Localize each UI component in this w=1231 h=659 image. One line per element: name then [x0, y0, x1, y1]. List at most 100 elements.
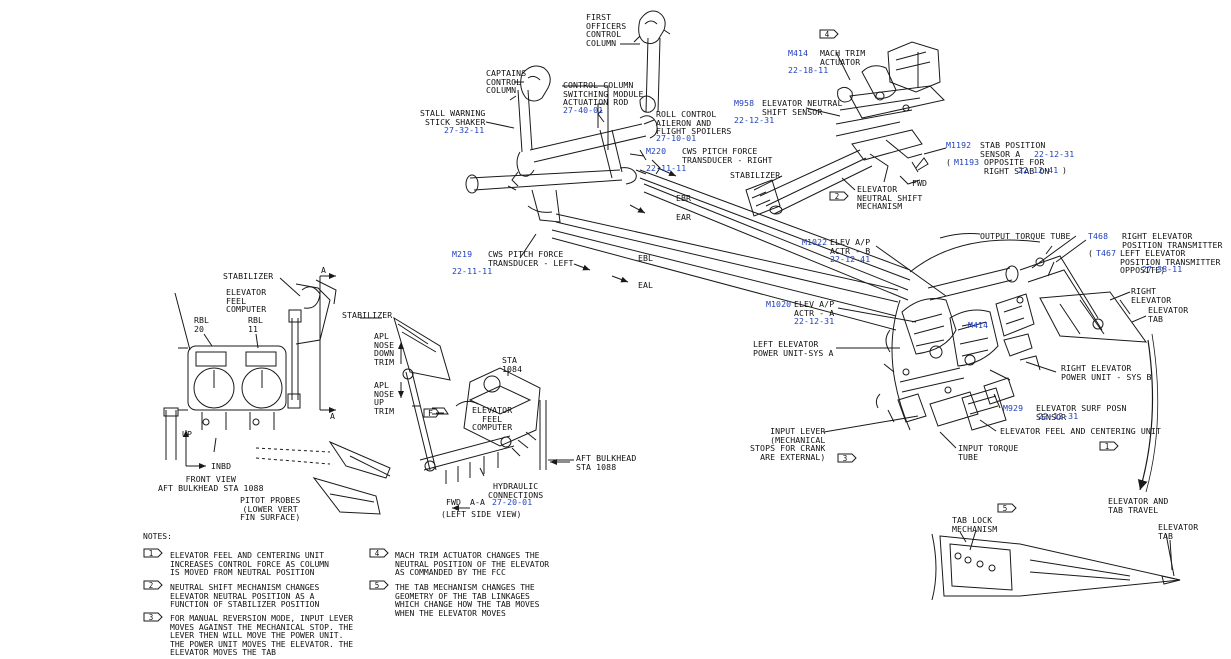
label-f-marker: F — [428, 408, 434, 418]
leader-lines — [279, 43, 1173, 571]
label-fwd-mid: FWD — [446, 497, 462, 507]
label-m414: MACH TRIM ACTUATOR — [820, 48, 866, 67]
ref-column-switching: 27-40-01 — [563, 105, 604, 115]
tab-detail-view — [931, 531, 1181, 601]
label-tab-lock: TAB LOCK MECHANISM — [952, 515, 998, 534]
label-m1193: OPPOSITE FOR RIGHT STAB ON — [984, 157, 1050, 176]
label-cable-ebr: EBR — [676, 193, 692, 203]
label-m219: CWS PITCH FORCE TRANSDUCER - LEFT — [488, 249, 574, 268]
notes-heading: NOTES: — [143, 532, 172, 541]
label-elevator-feel-computer-mid: ELEVATOR FEEL COMPUTER — [472, 405, 513, 433]
label-right-power-unit: RIGHT ELEVATOR POWER UNIT - SYS B — [1061, 363, 1152, 382]
note-4-text: MACH TRIM ACTUATOR CHANGES THE NEUTRAL P… — [395, 551, 550, 578]
label-elevator-feel-computer: ELEVATOR FEEL COMPUTER — [226, 287, 267, 315]
note-tags — [143, 29, 1119, 622]
label-section-a-top: A — [321, 265, 327, 275]
label-left-power-unit: LEFT ELEVATOR POWER UNIT-SYS A — [753, 339, 834, 358]
label-elevator-tab-travel: ELEVATOR AND TAB TRAVEL — [1108, 496, 1169, 515]
label-elevator-tab-right: ELEVATOR TAB — [1148, 305, 1189, 324]
ref-t467: 27-38-11 — [1142, 264, 1183, 274]
control-cables — [551, 167, 911, 331]
label-m1193-open: ( — [946, 157, 952, 167]
label-m1192: STAB POSITION SENSOR A — [980, 140, 1046, 159]
label-stabilizer-mid: STABILIZER — [342, 310, 393, 320]
label-cable-eal: EAL — [638, 280, 654, 290]
label-output-torque-tube: OUTPUT TORQUE TUBE — [980, 231, 1071, 241]
note-4-number: 4 — [374, 549, 380, 558]
note-1-text: ELEVATOR FEEL AND CENTERING UNIT INCREAS… — [170, 551, 329, 578]
label-apl-nose-down: APL NOSE DOWN TRIM — [374, 331, 395, 367]
label-t467-open: ( — [1088, 248, 1094, 258]
ref-roll-control: 27-10-01 — [656, 133, 697, 143]
neutral-shift-mechanism — [745, 41, 945, 217]
label-front-view: FRONT VIEW AFT BULKHEAD STA 1088 — [158, 474, 264, 493]
tag-5: 5 — [1002, 504, 1008, 513]
label-m929: ELEVATOR SURF POSN SENSOR — [1036, 403, 1127, 422]
label-section-a-bottom: A — [330, 411, 336, 421]
label-m958: ELEVATOR NEUTRAL SHIFT SENSOR — [762, 98, 843, 117]
label-sta-1084: STA 1084 — [502, 355, 523, 374]
ref-m958-id: M958 — [734, 98, 755, 108]
label-first-officers-column: FIRST OFFICERS CONTROL COLUMN — [586, 12, 627, 48]
ref-t467-id: T467 — [1096, 248, 1117, 258]
label-cable-ear: EAR — [676, 212, 692, 222]
front-view-feel-computer — [163, 273, 391, 515]
label-input-torque-tube: INPUT TORQUE TUBE — [958, 443, 1019, 462]
ref-t468-id: T468 — [1088, 231, 1109, 241]
label-input-lever: INPUT LEVER (MECHANICAL STOPS FOR CRANK … — [750, 426, 826, 462]
label-right-elevator: RIGHT ELEVATOR — [1131, 286, 1172, 305]
label-captains-column: CAPTAINS CONTROL COLUMN — [486, 68, 527, 96]
label-inbd: INBD — [211, 461, 232, 471]
left-side-view-section — [393, 316, 570, 511]
note-2-text: NEUTRAL SHIFT MECHANISM CHANGES ELEVATOR… — [170, 583, 320, 610]
label-aft-bulkhead: AFT BULKHEAD STA 1088 — [576, 453, 637, 472]
label-pitot-probes: PITOT PROBES (LOWER VERT FIN SURFACE) — [240, 495, 301, 523]
ref-section-aa: 27-20-01 — [492, 497, 533, 507]
note-1-number: 1 — [148, 549, 154, 558]
ref-m1020-id: M1020 — [766, 299, 792, 309]
label-m1020: ELEV A/P ACTR - A — [794, 299, 835, 318]
note-2-number: 2 — [148, 581, 154, 590]
ref-m929-id: M929 — [1003, 403, 1024, 413]
label-fwd-top: FWD — [912, 178, 928, 188]
ref-m219-id: M219 — [452, 249, 473, 259]
label-stabilizer-left: STABILIZER — [223, 271, 274, 281]
ref-m1022: 22-12-41 — [830, 254, 871, 264]
label-column-switching-module: CONTROL COLUMN SWITCHING MODULE ACTUATIO… — [563, 80, 644, 108]
label-elevator-neutral-shift: ELEVATOR NEUTRAL SHIFT MECHANISM — [857, 184, 923, 212]
label-stall-warning: STALL WARNING STICK SHAKER — [420, 108, 486, 127]
ref-m219: 22-11-11 — [452, 266, 493, 276]
label-feel-centering-unit: ELEVATOR FEEL AND CENTERING UNIT — [1000, 426, 1161, 436]
label-hydraulic-connections: HYDRAULIC CONNECTIONS — [488, 481, 544, 500]
note-5-number: 5 — [374, 581, 380, 590]
label-stabilizer-top: STABILIZER — [730, 170, 781, 180]
ref-m220-id: M220 — [646, 146, 667, 156]
label-m1193-close: ) — [1062, 165, 1068, 175]
ref-m1193: 22-12-41 — [1018, 165, 1059, 175]
label-elevator-tab-bottom: ELEVATOR TAB — [1158, 522, 1199, 541]
label-cable-ebl: EBL — [638, 253, 654, 263]
label-left-side-view: (LEFT SIDE VIEW) — [441, 509, 522, 519]
ref-m1192: 22-12-31 — [1034, 149, 1075, 159]
tag-3: 3 — [842, 454, 848, 463]
label-m220: CWS PITCH FORCE TRANSDUCER - RIGHT — [682, 146, 773, 165]
label-up: UP — [182, 429, 193, 439]
label-roll-control: ROLL CONTROL AILERON AND FLIGHT SPOILERS — [656, 109, 732, 137]
ref-m414-small: M414 — [968, 320, 989, 330]
label-rbl20: RBL 20 — [194, 315, 210, 334]
ref-m1022-id: M1022 — [802, 237, 828, 247]
note-3-text: FOR MANUAL REVERSION MODE, INPUT LEVER M… — [170, 614, 354, 658]
ref-m958: 22-12-31 — [734, 115, 775, 125]
label-m1022: ELEV A/P ACTR - B — [830, 237, 871, 256]
label-t468: RIGHT ELEVATOR POSITION TRANSMITTER — [1122, 231, 1223, 250]
tag-2: 2 — [834, 192, 840, 201]
ref-m1020: 22-12-31 — [794, 316, 835, 326]
note-3-number: 3 — [148, 613, 154, 622]
ref-m414-id: M414 — [788, 48, 809, 58]
power-unit-assembly — [875, 233, 1159, 493]
label-section-aa: A-A — [470, 497, 486, 507]
label-apl-nose-up: APL NOSE UP TRIM — [374, 380, 395, 416]
ref-m1193-id: M1193 — [954, 157, 980, 167]
tag-4: 4 — [824, 30, 830, 39]
